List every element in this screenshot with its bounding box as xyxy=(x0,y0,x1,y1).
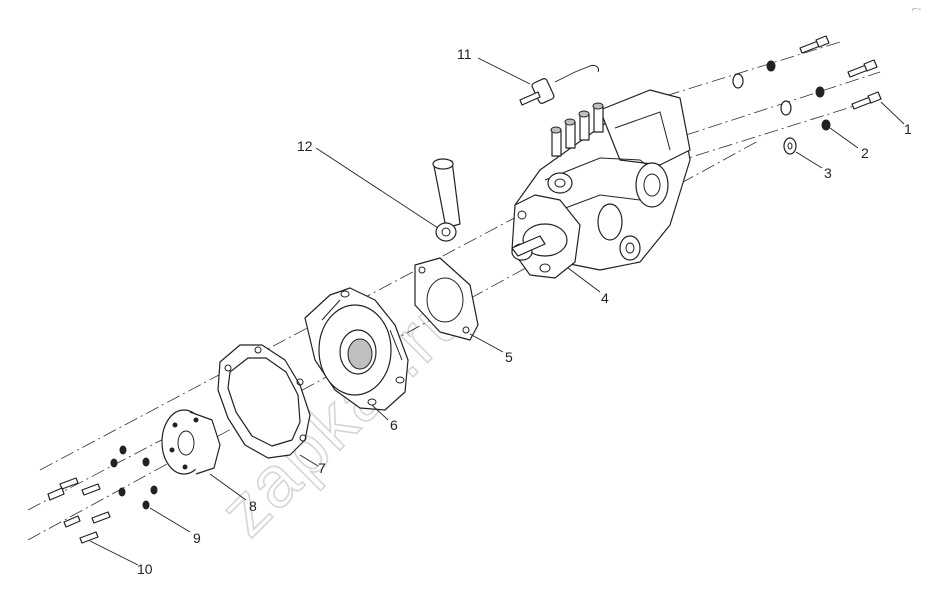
callout-1: 1 xyxy=(904,121,912,137)
delivery-valves xyxy=(550,102,604,157)
callout-labels: 1 2 3 4 5 6 7 8 9 10 11 12 xyxy=(137,46,912,577)
callout-5: 5 xyxy=(505,349,513,365)
drive-hub xyxy=(161,409,221,475)
callout-8: 8 xyxy=(249,498,257,514)
callout-6: 6 xyxy=(390,417,398,433)
callout-4: 4 xyxy=(601,290,609,306)
callout-11: 11 xyxy=(457,46,472,62)
banjo-fitting xyxy=(432,158,461,242)
callout-12: 12 xyxy=(297,138,313,154)
corner-mark: ⌐- xyxy=(912,4,921,15)
hub-bolts xyxy=(47,477,111,544)
callout-9: 9 xyxy=(193,530,201,546)
leader-lines xyxy=(89,57,905,566)
bolt-set-top-right xyxy=(732,35,882,155)
bolt-upper xyxy=(799,35,830,54)
bolt-lower xyxy=(851,91,882,110)
washers-and-nuts xyxy=(732,60,831,155)
callout-3: 3 xyxy=(824,165,832,181)
large-gasket xyxy=(217,344,311,459)
injection-pump xyxy=(511,89,691,279)
callout-2: 2 xyxy=(861,145,869,161)
sensor-part xyxy=(519,65,599,106)
callout-7: 7 xyxy=(318,460,326,476)
flange-gasket xyxy=(414,257,479,341)
lock-washers xyxy=(110,445,158,510)
adapter-housing xyxy=(304,287,409,411)
bolt-mid xyxy=(847,59,878,78)
callout-10: 10 xyxy=(137,561,153,577)
